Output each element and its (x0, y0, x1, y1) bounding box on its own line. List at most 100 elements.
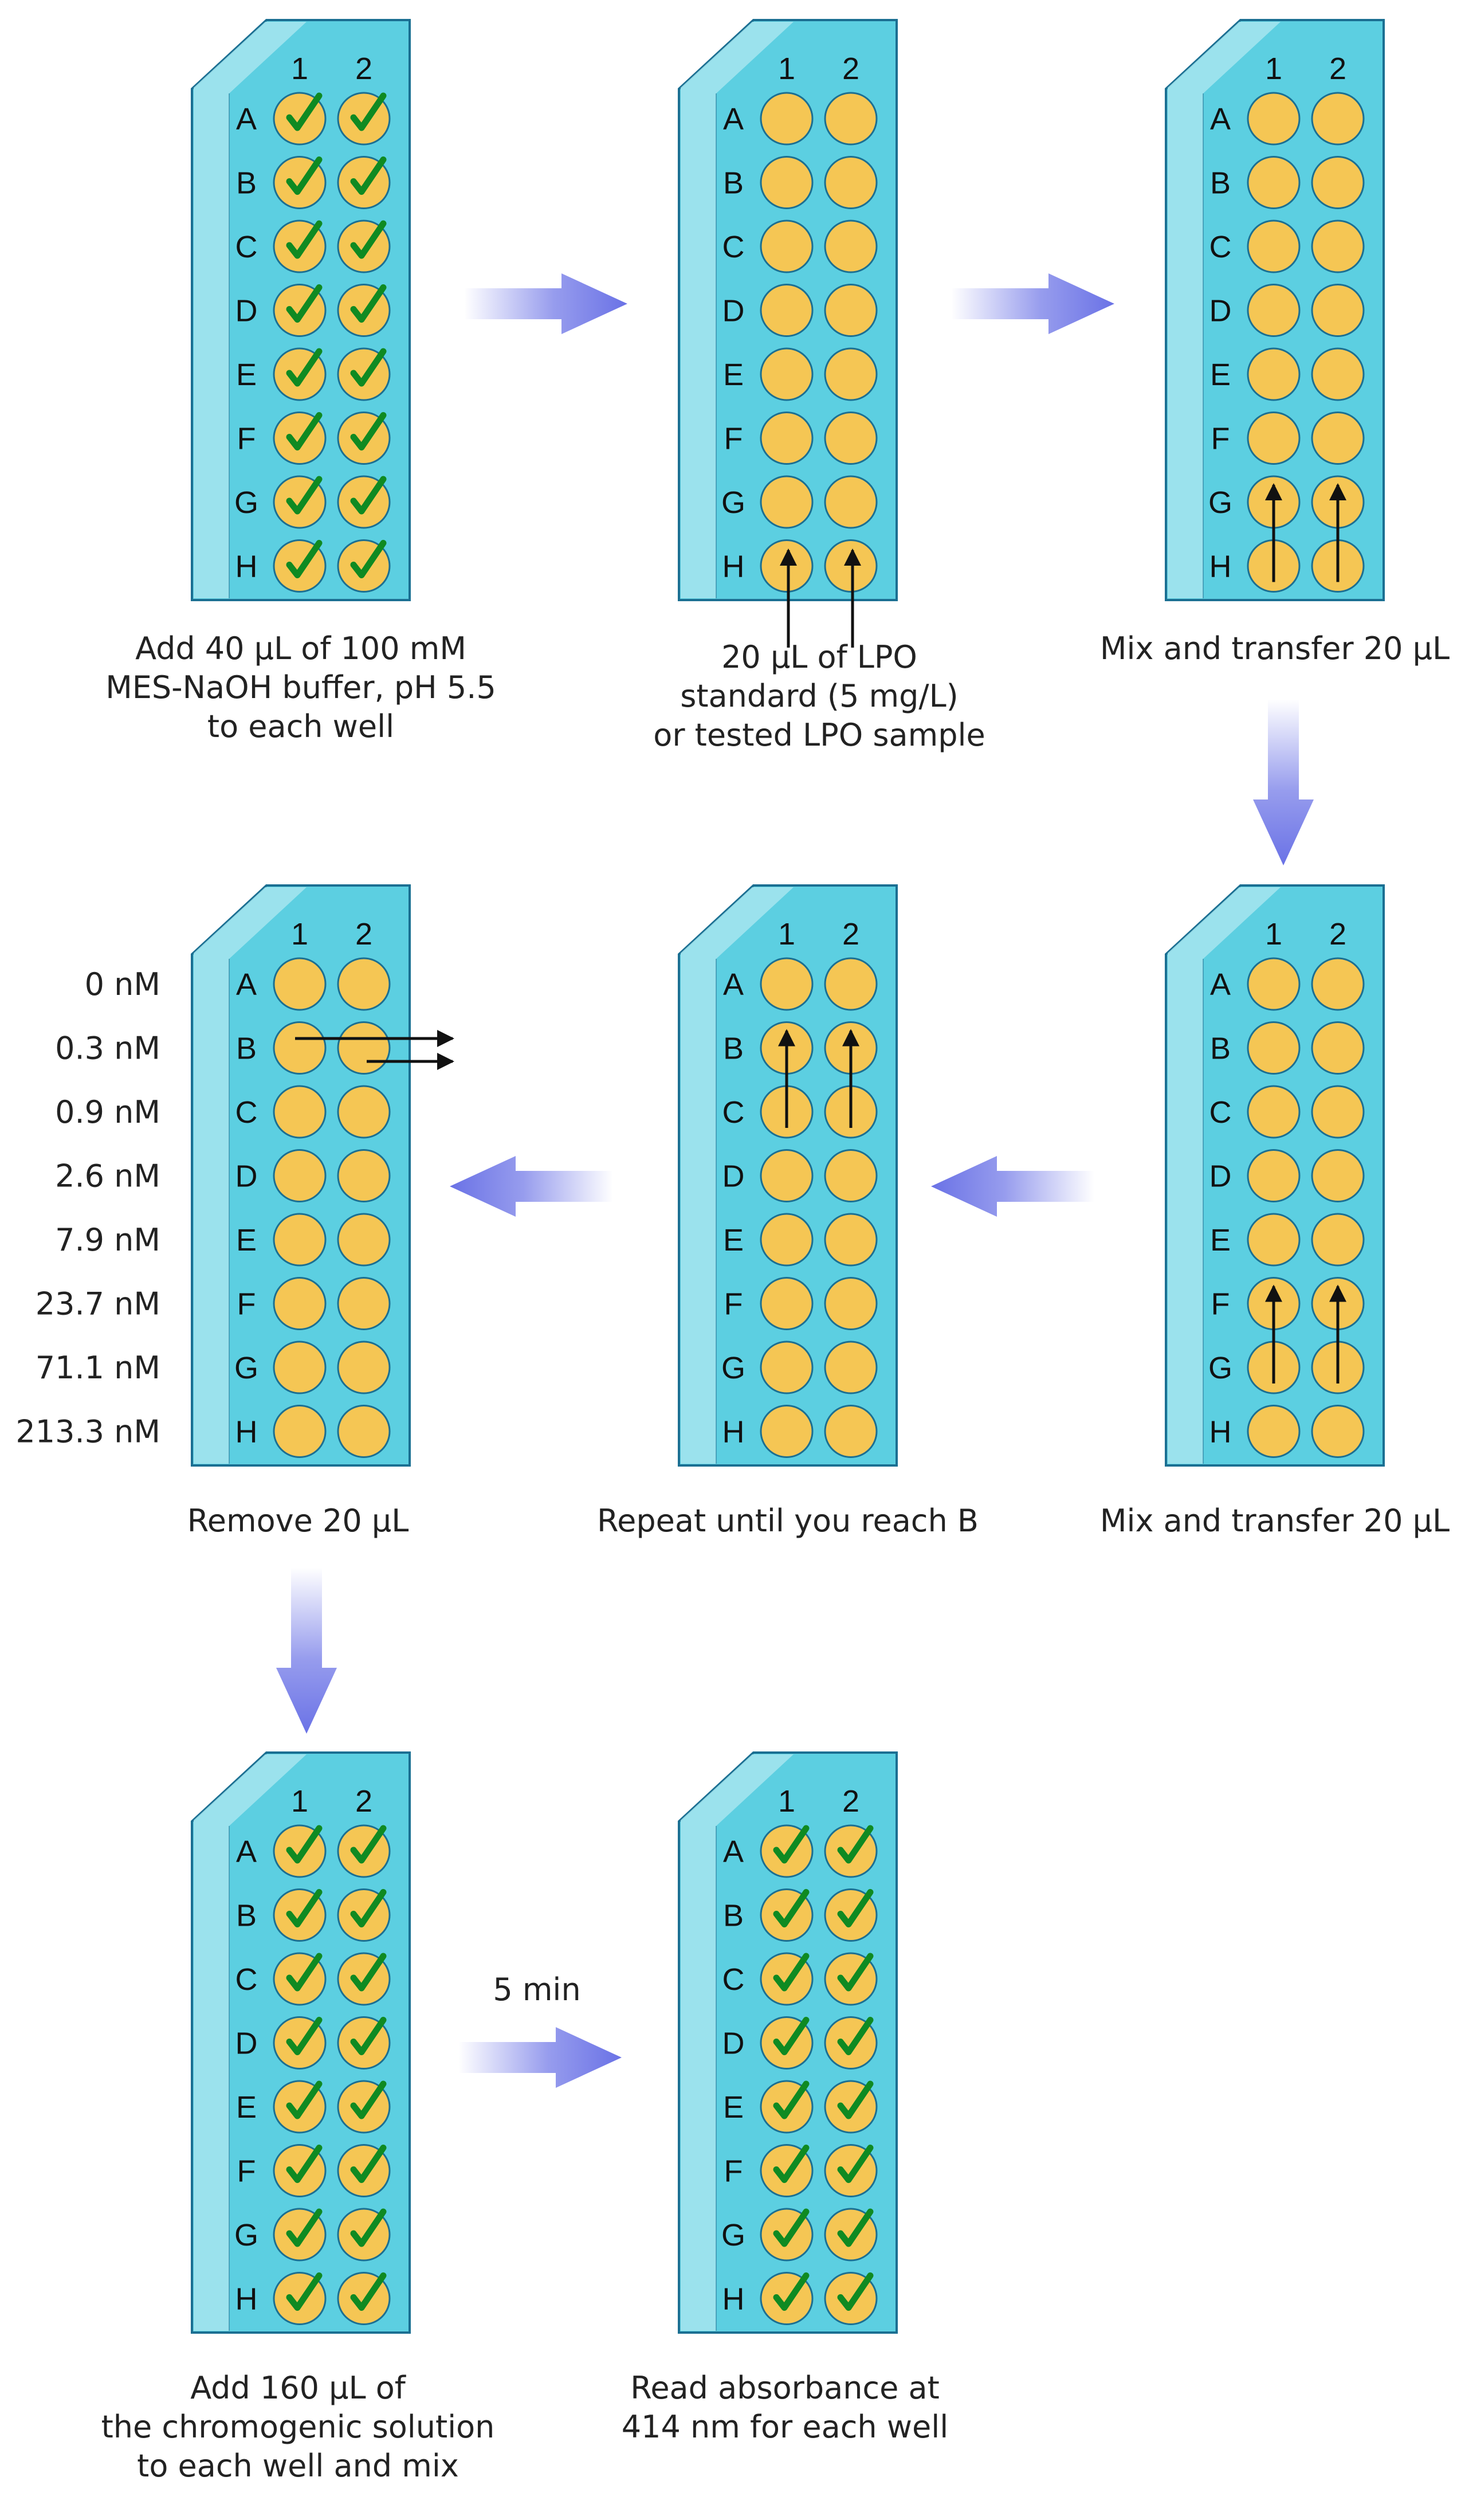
well (1247, 957, 1301, 1011)
flow-arrow-2-to-3 (951, 273, 1114, 334)
well (337, 1085, 391, 1139)
flow-arrow-6-to-7 (276, 1567, 337, 1734)
row-label: C (235, 230, 258, 264)
step-caption-add-lpo: standard (5 mg/L) (680, 678, 959, 714)
well (1311, 92, 1365, 146)
well (273, 1021, 327, 1075)
well (760, 1213, 814, 1267)
check-mark-icon (286, 2208, 323, 2247)
well (337, 957, 391, 1011)
transfer-arrows-h-to-g (1265, 483, 1346, 582)
well (1311, 284, 1365, 337)
column-header: 1 (291, 917, 308, 951)
row-label: E (723, 1223, 744, 1257)
row-label: C (722, 1095, 745, 1130)
step-caption-read: 414 nm for each well (622, 2409, 948, 2445)
well (760, 92, 814, 146)
row-label: C (235, 1095, 258, 1130)
step-caption-add-lpo: or tested LPO sample (653, 717, 985, 753)
check-mark-icon (350, 2145, 387, 2183)
well (1311, 1213, 1365, 1267)
concentration-label: 7.9 nM (55, 1222, 160, 1258)
step-caption-add-buffer: Add 40 µL of 100 mM (135, 630, 466, 667)
check-mark-icon (837, 1889, 874, 1927)
gradient-arrow-icon (458, 2027, 622, 2088)
well (760, 1405, 814, 1458)
well (824, 475, 878, 529)
well (1311, 411, 1365, 465)
plate-tab (194, 887, 307, 1464)
concentration-label: 0.9 nM (55, 1094, 160, 1130)
column-header: 1 (291, 1784, 308, 1819)
row-label: A (236, 102, 257, 136)
check-mark-icon (773, 1825, 810, 1864)
well (1247, 1085, 1301, 1139)
check-mark-icon (350, 1889, 387, 1927)
well (760, 220, 814, 273)
check-mark-icon (837, 2080, 874, 2119)
well (824, 539, 878, 593)
row-label: H (722, 1415, 745, 1449)
row-label: B (236, 1899, 257, 1933)
row-label: E (723, 358, 744, 392)
plate-tab (194, 22, 307, 598)
step-caption-repeat: Repeat until you reach B (597, 1503, 979, 1539)
row-label: D (722, 2027, 745, 2061)
incubation-time-label: 5 min (493, 1972, 580, 2008)
row-label: H (235, 2282, 258, 2317)
well (824, 1341, 878, 1394)
concentration-label: 0.3 nM (55, 1030, 160, 1067)
concentration-label: 2.6 nM (55, 1158, 160, 1194)
check-mark-icon (350, 2080, 387, 2119)
well (824, 1213, 878, 1267)
check-mark-icon (773, 1889, 810, 1927)
row-label: F (237, 422, 256, 456)
check-mark-icon (286, 220, 323, 259)
flow-arrow-5-to-6 (450, 1156, 613, 1217)
step-caption-add-buffer: to each well (207, 708, 394, 744)
row-label: B (723, 1899, 744, 1933)
column-header: 2 (1329, 917, 1346, 951)
column-header: 1 (778, 1784, 795, 1819)
column-header: 2 (1329, 52, 1346, 86)
step-caption-remove: Remove 20 µL (187, 1503, 409, 1539)
check-mark-icon (837, 2208, 874, 2247)
step-caption-chromogenic: the chromogenic solution (101, 2409, 495, 2445)
row-label: F (1211, 1287, 1230, 1322)
concentration-label: 23.7 nM (36, 1286, 160, 1322)
concentration-label: 213.3 nM (15, 1414, 160, 1450)
well (1247, 1021, 1301, 1075)
well (824, 220, 878, 273)
plate-tab (681, 22, 794, 598)
well (760, 539, 814, 593)
row-label: D (235, 294, 258, 328)
plate-tab (681, 1754, 794, 2331)
flow-arrow-1-to-2 (464, 273, 627, 334)
check-mark-icon (350, 2272, 387, 2311)
column-header: 2 (355, 52, 372, 86)
row-label: C (235, 1962, 258, 1997)
column-header: 2 (355, 1784, 372, 1819)
step-caption-read: Read absorbance at (630, 2370, 940, 2406)
well (1247, 1213, 1301, 1267)
step-caption-transfer-g-f: Mix and transfer 20 µL (1100, 1503, 1450, 1539)
row-label: H (235, 1415, 258, 1449)
column-header: 2 (355, 917, 372, 951)
row-label: D (722, 294, 745, 328)
well (760, 347, 814, 401)
row-label: G (1208, 1351, 1232, 1385)
row-label: A (723, 1835, 744, 1869)
row-label: D (722, 1159, 745, 1194)
well (824, 1277, 878, 1330)
gradient-arrow-icon (931, 1156, 1094, 1217)
well (273, 1085, 327, 1139)
row-label: G (721, 2218, 745, 2252)
row-label: D (235, 2027, 258, 2061)
step-caption-chromogenic: Add 160 µL of (190, 2370, 407, 2406)
row-label: F (237, 2154, 256, 2189)
column-header: 2 (842, 52, 859, 86)
well (337, 1213, 391, 1267)
